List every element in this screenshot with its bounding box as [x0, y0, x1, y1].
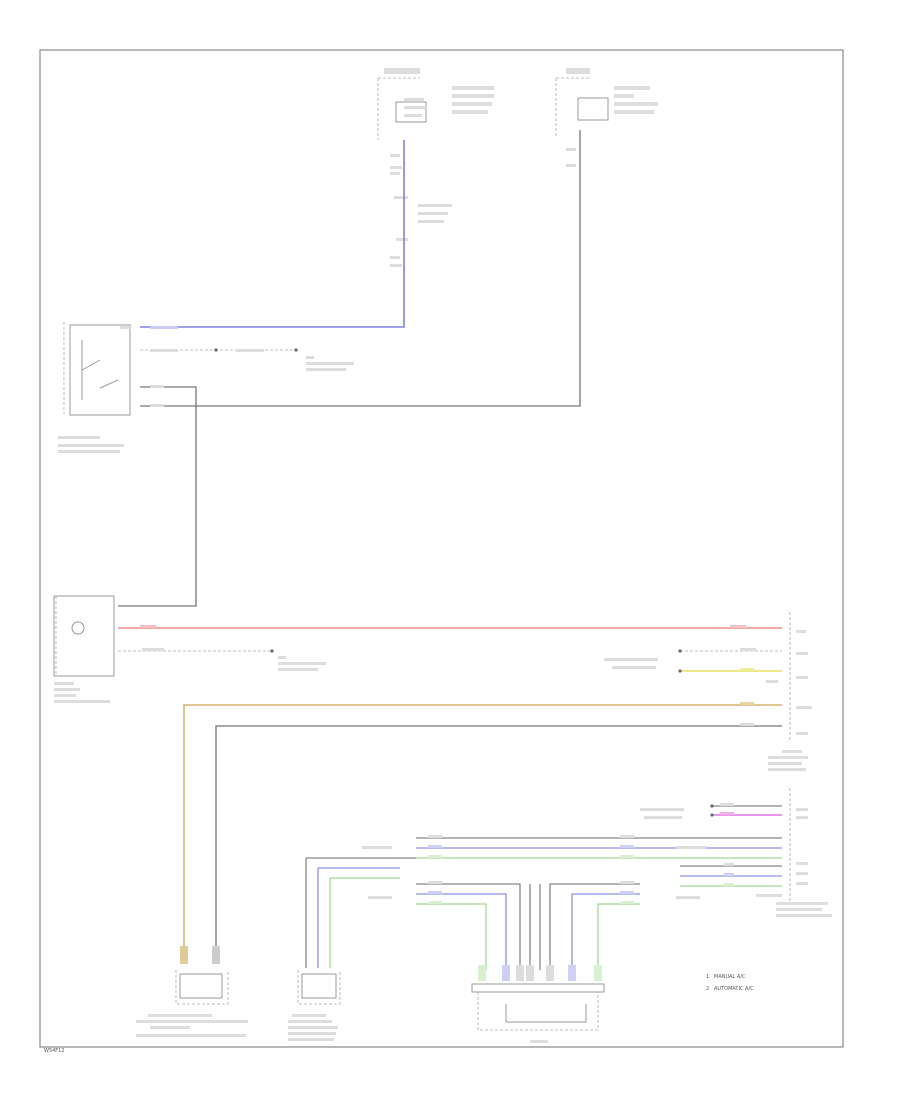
legend-label-2: AUTOMATIC A/C — [714, 986, 754, 992]
wire-orange-ecu-to-bottom-sensor — [183, 704, 782, 950]
sensor-bottom-middle — [288, 970, 341, 1041]
harness-bundle-upper — [305, 835, 782, 968]
wire-dark-fuse-to-relay — [140, 130, 581, 407]
connector-bottom-center — [471, 965, 605, 1043]
legend: 1 MANUAL A/C 2 AUTOMATIC A/C — [706, 974, 754, 992]
diagram-frame — [39, 49, 844, 1048]
wire-dark-relay-to-sensor — [118, 386, 197, 607]
legend-num-2: 2 — [706, 986, 709, 992]
ecu-connector-lower — [756, 788, 832, 917]
blower-relay — [58, 322, 354, 453]
harness-bundle-lower — [368, 881, 700, 970]
wire-gray-ecu-to-bottom-sensor — [215, 725, 782, 950]
sensor-left — [53, 595, 115, 703]
legend-label-1: MANUAL A/C — [714, 974, 746, 980]
sensor-bottom-left — [136, 946, 248, 1037]
connector-labels-upper — [390, 148, 576, 267]
fuse-box-left — [377, 68, 494, 140]
diagram-code: W54F12 — [44, 1048, 65, 1054]
wire-blue-fuse-to-relay — [140, 140, 405, 328]
legend-num-1: 1 — [706, 974, 709, 980]
ecu-connector-upper — [768, 612, 812, 771]
fuse-box-right — [555, 68, 658, 136]
